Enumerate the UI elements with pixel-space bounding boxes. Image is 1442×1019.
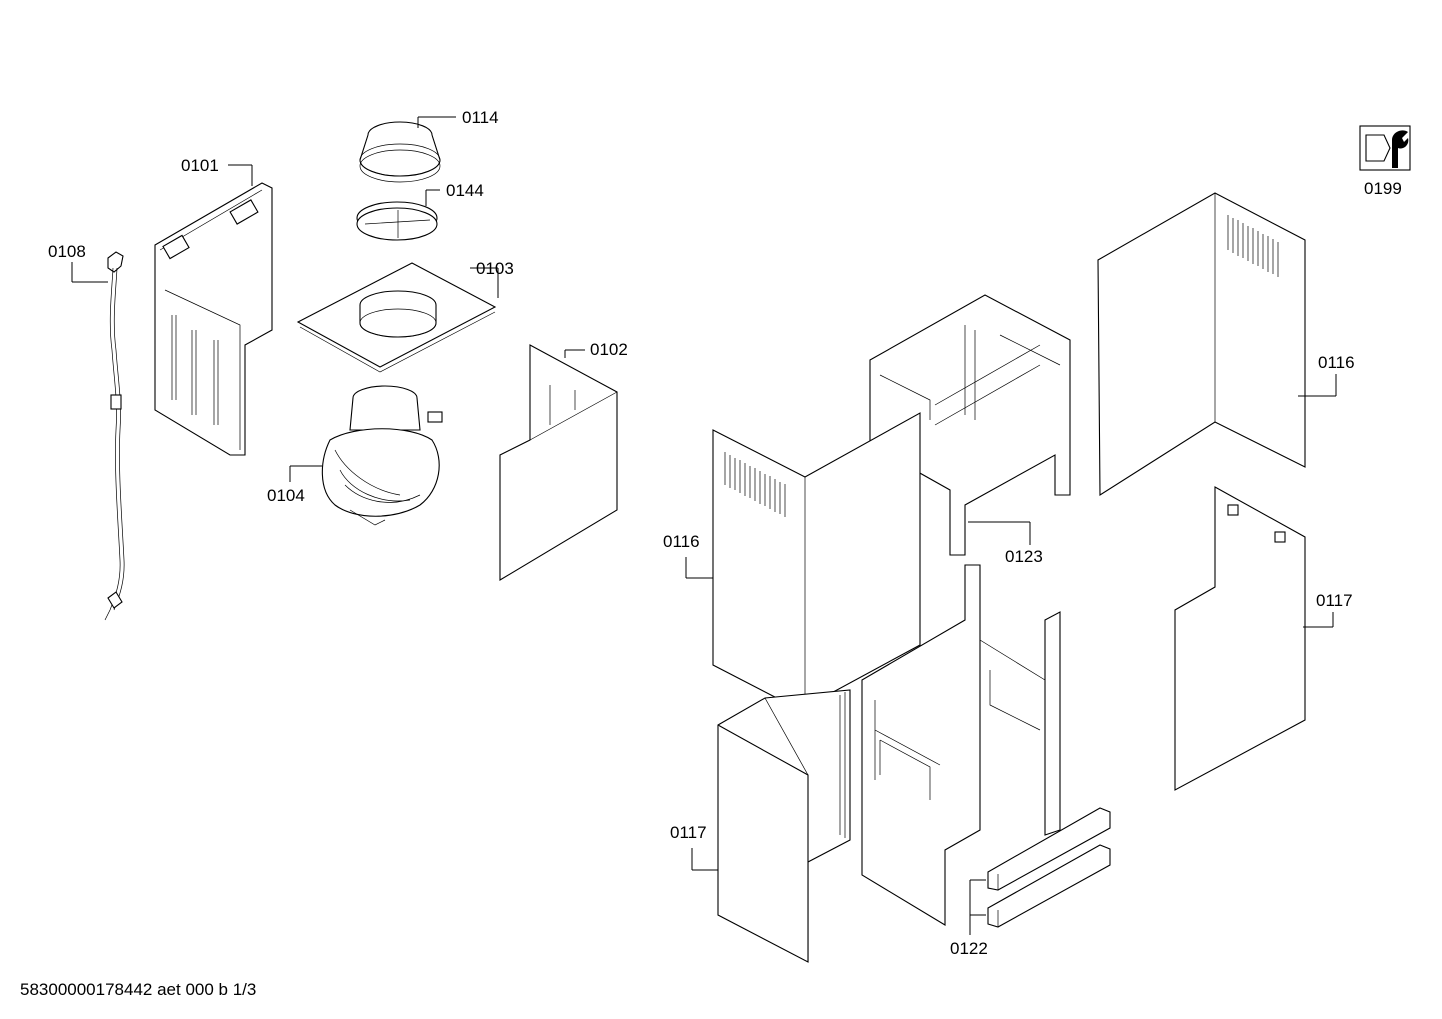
wrench-nut-icon (1359, 125, 1411, 171)
part-0117-lower-right-cover (1174, 486, 1306, 791)
label-0117a: 0117 (670, 823, 707, 842)
part-0102-side-bracket (499, 344, 618, 581)
label-0117b: 0117 (1316, 591, 1353, 610)
part-0122-rails (987, 807, 1111, 928)
part-0144-check-valve (356, 201, 438, 241)
part-0104-fan-motor (321, 385, 443, 526)
part-0117-lower-front-cover (717, 689, 851, 963)
label-0101: 0101 (181, 156, 219, 175)
part-0123-lower-frame (861, 564, 1061, 926)
part-0103-top-plate (296, 262, 497, 373)
part-0123-upper-frame (869, 294, 1071, 556)
label-0199: 0199 (1364, 179, 1402, 198)
label-0114: 0114 (462, 108, 499, 127)
label-0123: 0123 (1005, 547, 1043, 566)
label-0144: 0144 (446, 181, 484, 200)
label-0122: 0122 (950, 939, 988, 958)
label-0116a: 0116 (663, 532, 700, 551)
drawing-code: 58300000178442 aet 000 b 1/3 (20, 980, 257, 999)
part-0116-front-chimney-cover (712, 412, 921, 711)
part-0108-power-cord (104, 251, 125, 621)
part-0116-upper-chimney-cover (1097, 192, 1306, 496)
part-0101-housing-frame (154, 182, 273, 456)
label-0103: 0103 (476, 259, 514, 278)
label-0104: 0104 (267, 486, 305, 505)
label-0116b: 0116 (1318, 353, 1355, 372)
label-0108: 0108 (48, 242, 86, 261)
label-0102: 0102 (590, 340, 628, 359)
part-0114-collar-ring (359, 121, 441, 183)
